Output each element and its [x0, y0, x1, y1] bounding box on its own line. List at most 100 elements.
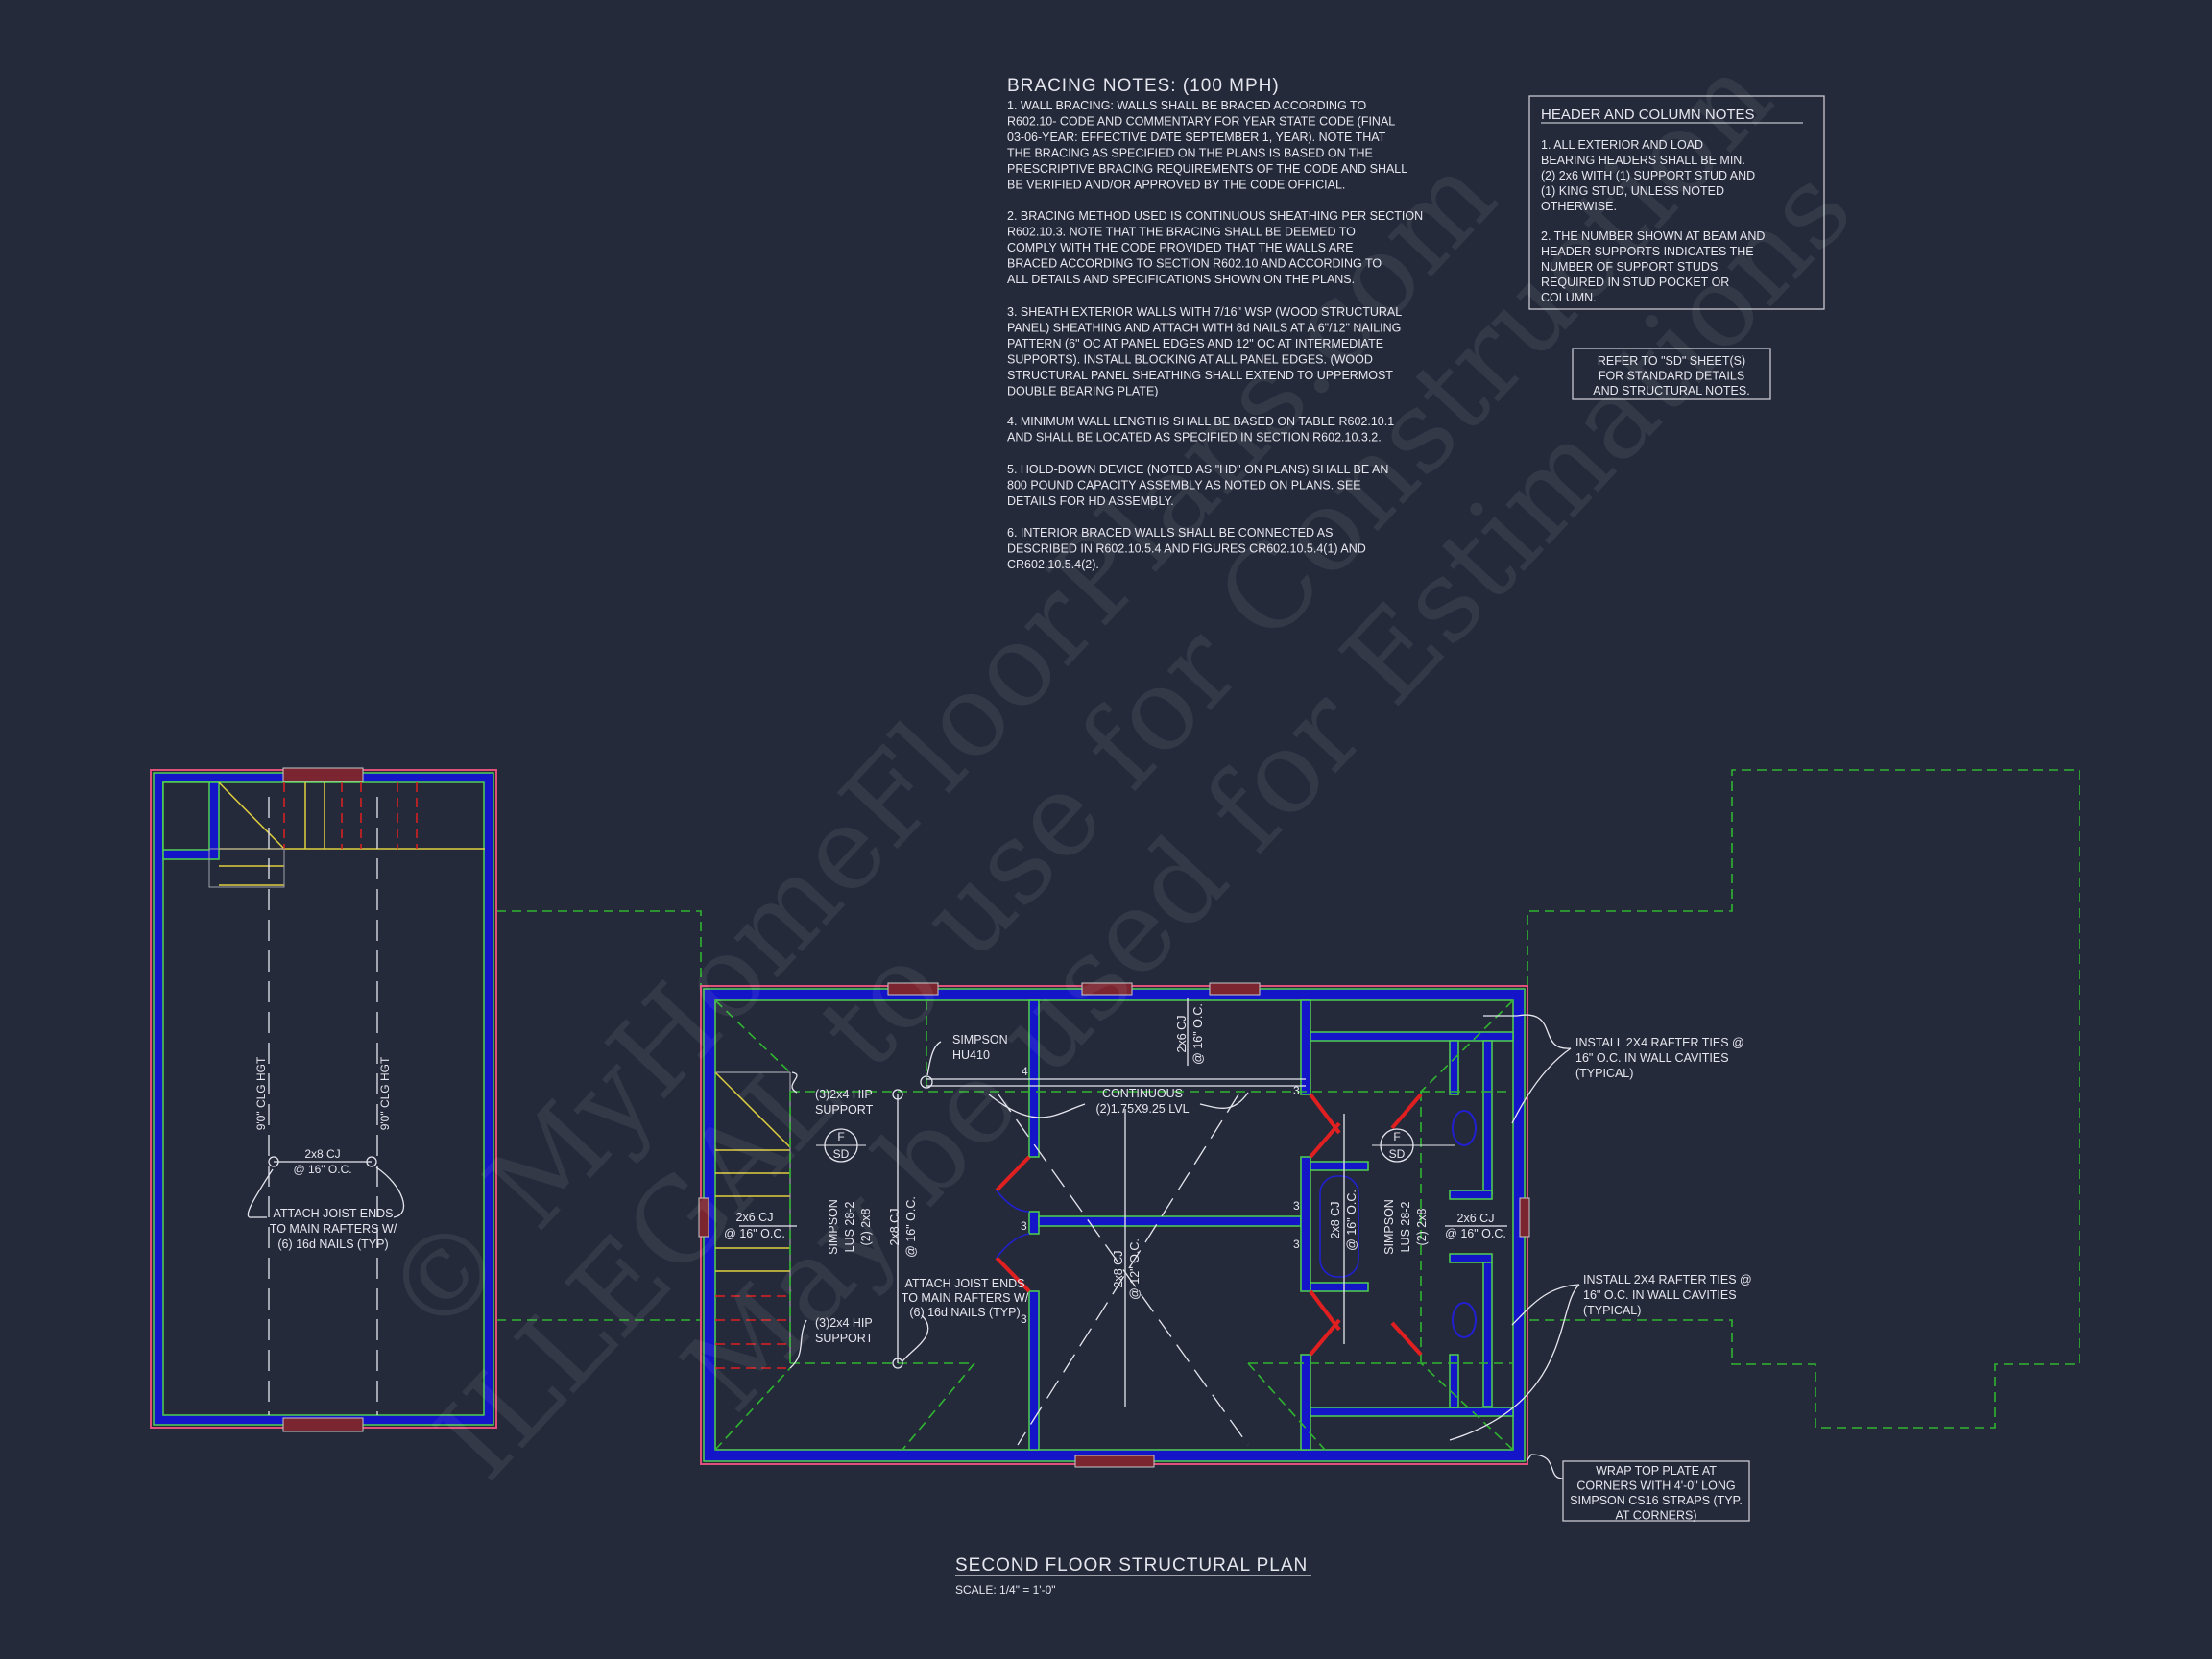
- note-line: (TYPICAL): [1583, 1304, 1641, 1317]
- note-line: 2x8 CJ: [1329, 1202, 1342, 1239]
- bracing-note-1: 1. WALL BRACING: WALLS SHALL BE BRACED A…: [1007, 99, 1407, 192]
- note-line: FOR STANDARD DETAILS: [1599, 370, 1744, 383]
- window: [1209, 982, 1261, 996]
- sink-icon: [1452, 1302, 1477, 1338]
- garage-joist-end-marker: [366, 1156, 377, 1167]
- note-line: PANEL) SHEATHING AND ATTACH WITH 8d NAIL…: [1007, 322, 1401, 335]
- note-line: ATTACH JOIST ENDS: [904, 1277, 1024, 1290]
- leader: [1526, 1454, 1564, 1479]
- note-line: 2. THE NUMBER SHOWN AT BEAM AND: [1541, 229, 1765, 243]
- note-line: ALL DETAILS AND SPECIFICATIONS SHOWN ON …: [1007, 273, 1355, 286]
- section-marker-bottom: SD: [1389, 1147, 1406, 1161]
- garage-ceiling-height-left: 9'0" CLG HGT: [254, 1056, 268, 1130]
- leader: [988, 1094, 1086, 1118]
- header-note-1: 1. ALL EXTERIOR AND LOAD BEARING HEADERS …: [1541, 138, 1755, 213]
- note-line: (3)2x4 HIP: [815, 1088, 873, 1101]
- note-line: 2x6 CJ: [1457, 1212, 1495, 1225]
- leader: [1199, 1092, 1249, 1109]
- refer-sd-note: REFER TO "SD" SHEET(S) FOR STANDARD DETAI…: [1572, 348, 1771, 400]
- section-marker-top: F: [837, 1130, 844, 1143]
- note-line: SUPPORTS). INSTALL BLOCKING AT ALL PANEL…: [1007, 353, 1373, 367]
- note-line: REFER TO "SD" SHEET(S): [1598, 354, 1745, 368]
- header-column-notes: HEADER AND COLUMN NOTES 1. ALL EXTERIOR …: [1528, 95, 1825, 310]
- doors: [995, 1093, 1423, 1357]
- note-line: WRAP TOP PLATE AT: [1596, 1464, 1717, 1478]
- drawing-title: SECOND FLOOR STRUCTURAL PLAN: [955, 1555, 1308, 1575]
- stud-count: 3: [1021, 1219, 1027, 1233]
- joist-end-marker: [892, 1089, 903, 1100]
- note-line: PATTERN (6" OC AT PANEL EDGES AND 12" OC…: [1007, 337, 1383, 350]
- note-line: INSTALL 2X4 RAFTER TIES @: [1575, 1036, 1744, 1049]
- lvl-beam: [920, 1075, 1306, 1089]
- note-line: REQUIRED IN STUD POCKET OR: [1541, 276, 1729, 289]
- note-line: CONTINUOUS: [1102, 1087, 1183, 1100]
- garage-window-bottom: [282, 1417, 364, 1432]
- drawing-title-block: SECOND FLOOR STRUCTURAL PLAN SCALE: 1/4"…: [955, 1555, 1311, 1597]
- header-notes-title: HEADER AND COLUMN NOTES: [1541, 107, 1755, 123]
- note-line: @ 16" O.C.: [1191, 1003, 1205, 1065]
- note-line: BRACED ACCORDING TO SECTION R602.10 AND …: [1007, 257, 1382, 271]
- note-line: ATTACH JOIST ENDS: [273, 1207, 393, 1220]
- note-line: 1. ALL EXTERIOR AND LOAD: [1541, 138, 1703, 152]
- note-line: PRESCRIPTIVE BRACING REQUIREMENTS OF THE…: [1007, 162, 1407, 176]
- hanger-marker: [920, 1075, 933, 1089]
- note-line: (3)2x4 HIP: [815, 1316, 873, 1330]
- bracing-note-6: 6. INTERIOR BRACED WALLS SHALL BE CONNEC…: [1007, 526, 1366, 571]
- note-line: 3. SHEATH EXTERIOR WALLS WITH 7/16" WSP …: [1007, 305, 1402, 319]
- garage-cj-spacing: @ 16" O.C.: [293, 1163, 351, 1176]
- note-line: COMPLY WITH THE CODE PROVIDED THAT THE W…: [1007, 241, 1354, 254]
- note-line: SUPPORT: [815, 1332, 874, 1345]
- note-line: (2)1.75X9.25 LVL: [1095, 1102, 1189, 1116]
- drawing-scale: SCALE: 1/4" = 1'-0": [955, 1583, 1056, 1597]
- bracing-note-5: 5. HOLD-DOWN DEVICE (NOTED AS "HD" ON PL…: [1007, 463, 1388, 508]
- note-line: 5. HOLD-DOWN DEVICE (NOTED AS "HD" ON PL…: [1007, 463, 1388, 476]
- stud-count: 4: [1022, 1065, 1028, 1078]
- hip-support-bottom-label: (3)2x4 HIP SUPPORT: [815, 1316, 874, 1345]
- note-line: BE VERIFIED AND/OR APPROVED BY THE CODE …: [1007, 179, 1345, 192]
- note-line: TO MAIN RAFTERS W/: [902, 1291, 1029, 1305]
- garage-leader: [247, 1168, 274, 1218]
- stud-count: 3: [1293, 1238, 1300, 1251]
- hip-lines: [714, 999, 1514, 1451]
- note-line: THE BRACING AS SPECIFIED ON THE PLANS IS…: [1007, 147, 1373, 160]
- simpson-hu410-label: SIMPSON HU410: [952, 1033, 1008, 1062]
- cj-stair-label: 2x6 CJ @ 16" O.C.: [724, 1211, 785, 1240]
- note-line: AT CORNERS): [1616, 1509, 1697, 1523]
- note-line: DETAILS FOR HD ASSEMBLY.: [1007, 494, 1174, 508]
- stud-count: 3: [1293, 1084, 1300, 1097]
- note-line: (2) 2x8: [859, 1209, 873, 1246]
- note-line: R602.10- CODE AND COMMENTARY FOR YEAR ST…: [1007, 115, 1395, 129]
- note-line: @ 16" O.C.: [724, 1227, 785, 1240]
- cj-bath-label: 2x8 CJ@ 16" O.C.: [1329, 1190, 1358, 1251]
- note-line: 16" O.C. IN WALL CAVITIES: [1583, 1288, 1737, 1302]
- note-line: DOUBLE BEARING PLATE): [1007, 385, 1158, 398]
- note-line: 03-06-YEAR: EFFECTIVE DATE SEPTEMBER 1, …: [1007, 131, 1386, 144]
- note-line: @ 16" O.C.: [1445, 1227, 1506, 1240]
- garage-stair: [208, 781, 485, 888]
- leader: [1511, 1047, 1572, 1124]
- note-line: @ 12" O.C.: [1128, 1238, 1142, 1300]
- note-line: STRUCTURAL PANEL SHEATHING SHALL EXTEND …: [1007, 369, 1393, 382]
- bracing-notes-title: BRACING NOTES: (100 MPH): [1007, 76, 1280, 96]
- note-line: INSTALL 2X4 RAFTER TIES @: [1583, 1273, 1752, 1286]
- note-line: 1. WALL BRACING: WALLS SHALL BE BRACED A…: [1007, 99, 1366, 112]
- wrap-note-box: [1562, 1460, 1750, 1522]
- note-line: (6) 16d NAILS (TYP): [277, 1238, 388, 1251]
- section-marker-right: F SD: [1372, 1128, 1455, 1163]
- window: [887, 982, 939, 996]
- note-line: BEARING HEADERS SHALL BE MIN.: [1541, 154, 1745, 167]
- note-line: @ 16" O.C.: [1345, 1190, 1358, 1251]
- note-line: SIMPSON CS16 STRAPS (TYP.: [1570, 1494, 1743, 1507]
- rafter-ties-top-note: INSTALL 2X4 RAFTER TIES @ 16" O.C. IN WAL…: [1575, 1036, 1744, 1080]
- note-line: DESCRIBED IN R602.10.5.4 AND FIGURES CR6…: [1007, 542, 1366, 556]
- note-line: SIMPSON: [952, 1033, 1008, 1046]
- leader: [902, 1314, 929, 1362]
- note-line: 2x6 CJ: [736, 1211, 774, 1224]
- leader: [1511, 1284, 1580, 1326]
- note-line: HU410: [952, 1048, 990, 1062]
- note-line: 16" O.C. IN WALL CAVITIES: [1575, 1051, 1729, 1065]
